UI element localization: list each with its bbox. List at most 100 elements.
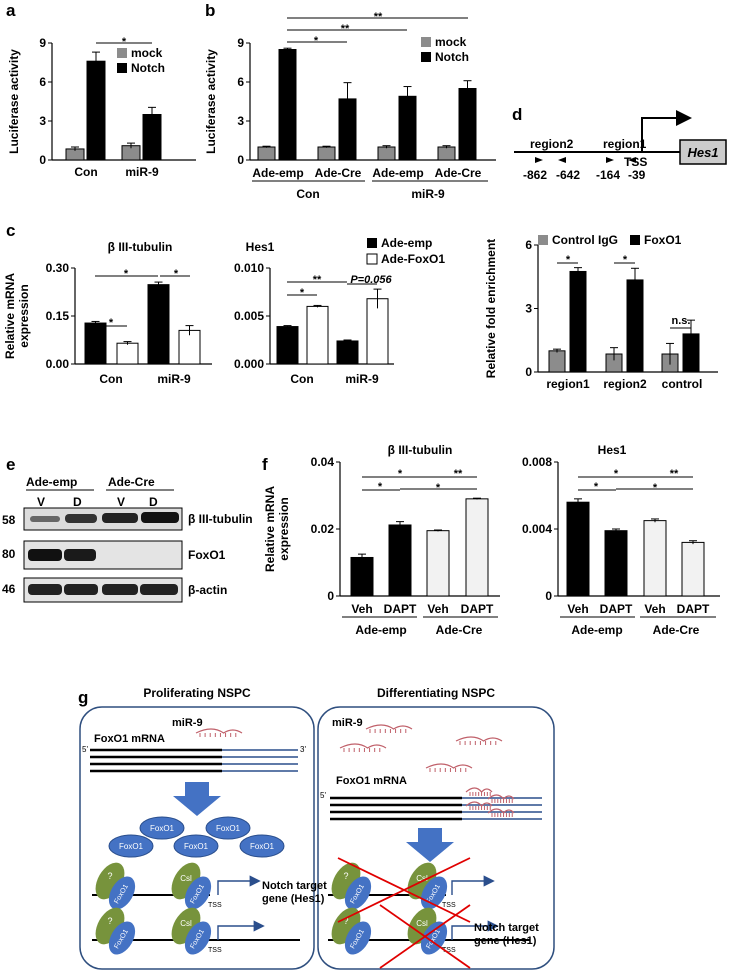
bar (569, 270, 587, 373)
band (65, 514, 97, 523)
lane-label: D (149, 495, 158, 509)
western-blot: Ade-emp Ade-Cre V D V D 58 80 46 β III-t… (2, 475, 253, 603)
position-label: -642 (556, 168, 580, 182)
legend-swatch-mock (421, 37, 431, 47)
legend-label-ade-foxo1: Ade-FoxO1 (381, 252, 445, 266)
category-label: DAPT (384, 602, 417, 616)
foxo1-protein (344, 921, 372, 955)
bar (643, 520, 667, 597)
significance-label: ** (374, 11, 383, 23)
band (140, 584, 178, 595)
legend-label-foxo1: FoxO1 (644, 233, 682, 247)
panel-letter-e: e (6, 455, 15, 474)
significance-label: * (314, 35, 319, 47)
primer-reverse-icon (628, 157, 636, 163)
category-label: Ade-Cre (315, 166, 362, 180)
foxo1-protein (184, 921, 212, 955)
bar (178, 329, 201, 365)
lane-label: D (73, 495, 82, 509)
y-axis-label: Luciferase activity (204, 49, 218, 154)
promoter-diagram: Hes1 TSS region2 region1 -862 -642 -164 … (514, 110, 727, 182)
csl-label: Csl (180, 874, 192, 883)
bar (566, 501, 590, 597)
y-tick-label: 0 (39, 153, 46, 167)
legend-swatch-notch (421, 52, 431, 62)
foxo1-protein (173, 834, 219, 858)
protein-label: ? (343, 916, 348, 926)
panel-letter-a: a (6, 1, 16, 20)
category-label: Ade-emp (355, 623, 406, 637)
category-label: Ade-emp (372, 166, 423, 180)
significance-label: * (398, 468, 403, 480)
position-label: -164 (596, 168, 620, 182)
category-label: miR-9 (345, 372, 379, 386)
y-tick-label: 0 (237, 153, 244, 167)
bar (257, 146, 276, 161)
y-tick-label: 3 (525, 302, 532, 316)
panel-letter-c: c (6, 221, 15, 240)
legend-swatch-mock (117, 48, 127, 58)
mw-label: 58 (2, 513, 16, 527)
foxo1-protein (108, 834, 154, 858)
y-axis-label: Relative fold enrichment (484, 239, 498, 378)
foxo1-label: FoxO1 (250, 842, 275, 851)
bar (84, 322, 107, 365)
significance-label: ** (454, 468, 463, 480)
tss-arrow (451, 920, 499, 940)
three-prime: 3' (300, 745, 306, 754)
mirna-strand (425, 763, 473, 769)
mirna-strand (365, 724, 413, 730)
legend-swatch-foxo1 (630, 235, 640, 245)
chart-title: Hes1 (246, 240, 275, 254)
foxo1-protein (239, 834, 285, 858)
category-label: Con (74, 165, 97, 179)
significance-label: * (300, 287, 305, 299)
bar (306, 305, 329, 365)
legend-c: Ade-emp Ade-FoxO1 (366, 236, 445, 266)
foxo1-label: FoxO1 (216, 824, 241, 833)
foxo1-label: FoxO1 (184, 842, 209, 851)
category-label: DAPT (677, 602, 710, 616)
five-prime: 5' (82, 745, 88, 754)
category-label: Veh (567, 602, 588, 616)
bar (388, 524, 412, 597)
y-tick-label: 0.008 (522, 455, 552, 469)
y-tick-label: 6 (237, 75, 244, 89)
hes1-gene-box (679, 139, 727, 165)
mw-label: 46 (2, 582, 16, 596)
category-label: control (662, 377, 703, 391)
band (102, 584, 138, 595)
tss-label: TSS (442, 947, 456, 954)
bar (336, 340, 359, 365)
category-label: Veh (644, 602, 665, 616)
foxo1-protein (344, 876, 372, 910)
category-label: Ade-Cre (653, 623, 700, 637)
target-gene-label: gene (Hes1) (262, 893, 325, 905)
category-label: Con (290, 372, 313, 386)
legend-swatch-igg (538, 235, 548, 245)
mirna-label: miR-9 (332, 717, 363, 729)
y-tick-label: 0.00 (46, 357, 70, 371)
bar (116, 342, 139, 365)
y-tick-label: 6 (39, 75, 46, 89)
mrna-label: FoxO1 mRNA (336, 775, 407, 787)
legend-swatch-notch (117, 63, 127, 73)
foxo1-protein (205, 816, 251, 840)
mrna-label: FoxO1 mRNA (94, 733, 165, 745)
significance-label: * (109, 317, 114, 329)
y-axis-label: expression (277, 497, 291, 560)
significance-label: * (174, 268, 179, 280)
foxo1-protein (108, 876, 136, 910)
panel-letter-d: d (512, 105, 522, 124)
bar (377, 146, 396, 161)
tss-arrow (217, 920, 265, 940)
target-gene-label: gene (Hes1) (474, 935, 537, 947)
cross-mark (379, 904, 471, 969)
down-arrow-icon (173, 782, 221, 816)
target-label: Notch target (262, 880, 327, 892)
primer-forward-icon (535, 157, 543, 163)
region2-label: region2 (530, 137, 574, 151)
band (102, 513, 138, 523)
chart-title: Hes1 (598, 443, 627, 457)
